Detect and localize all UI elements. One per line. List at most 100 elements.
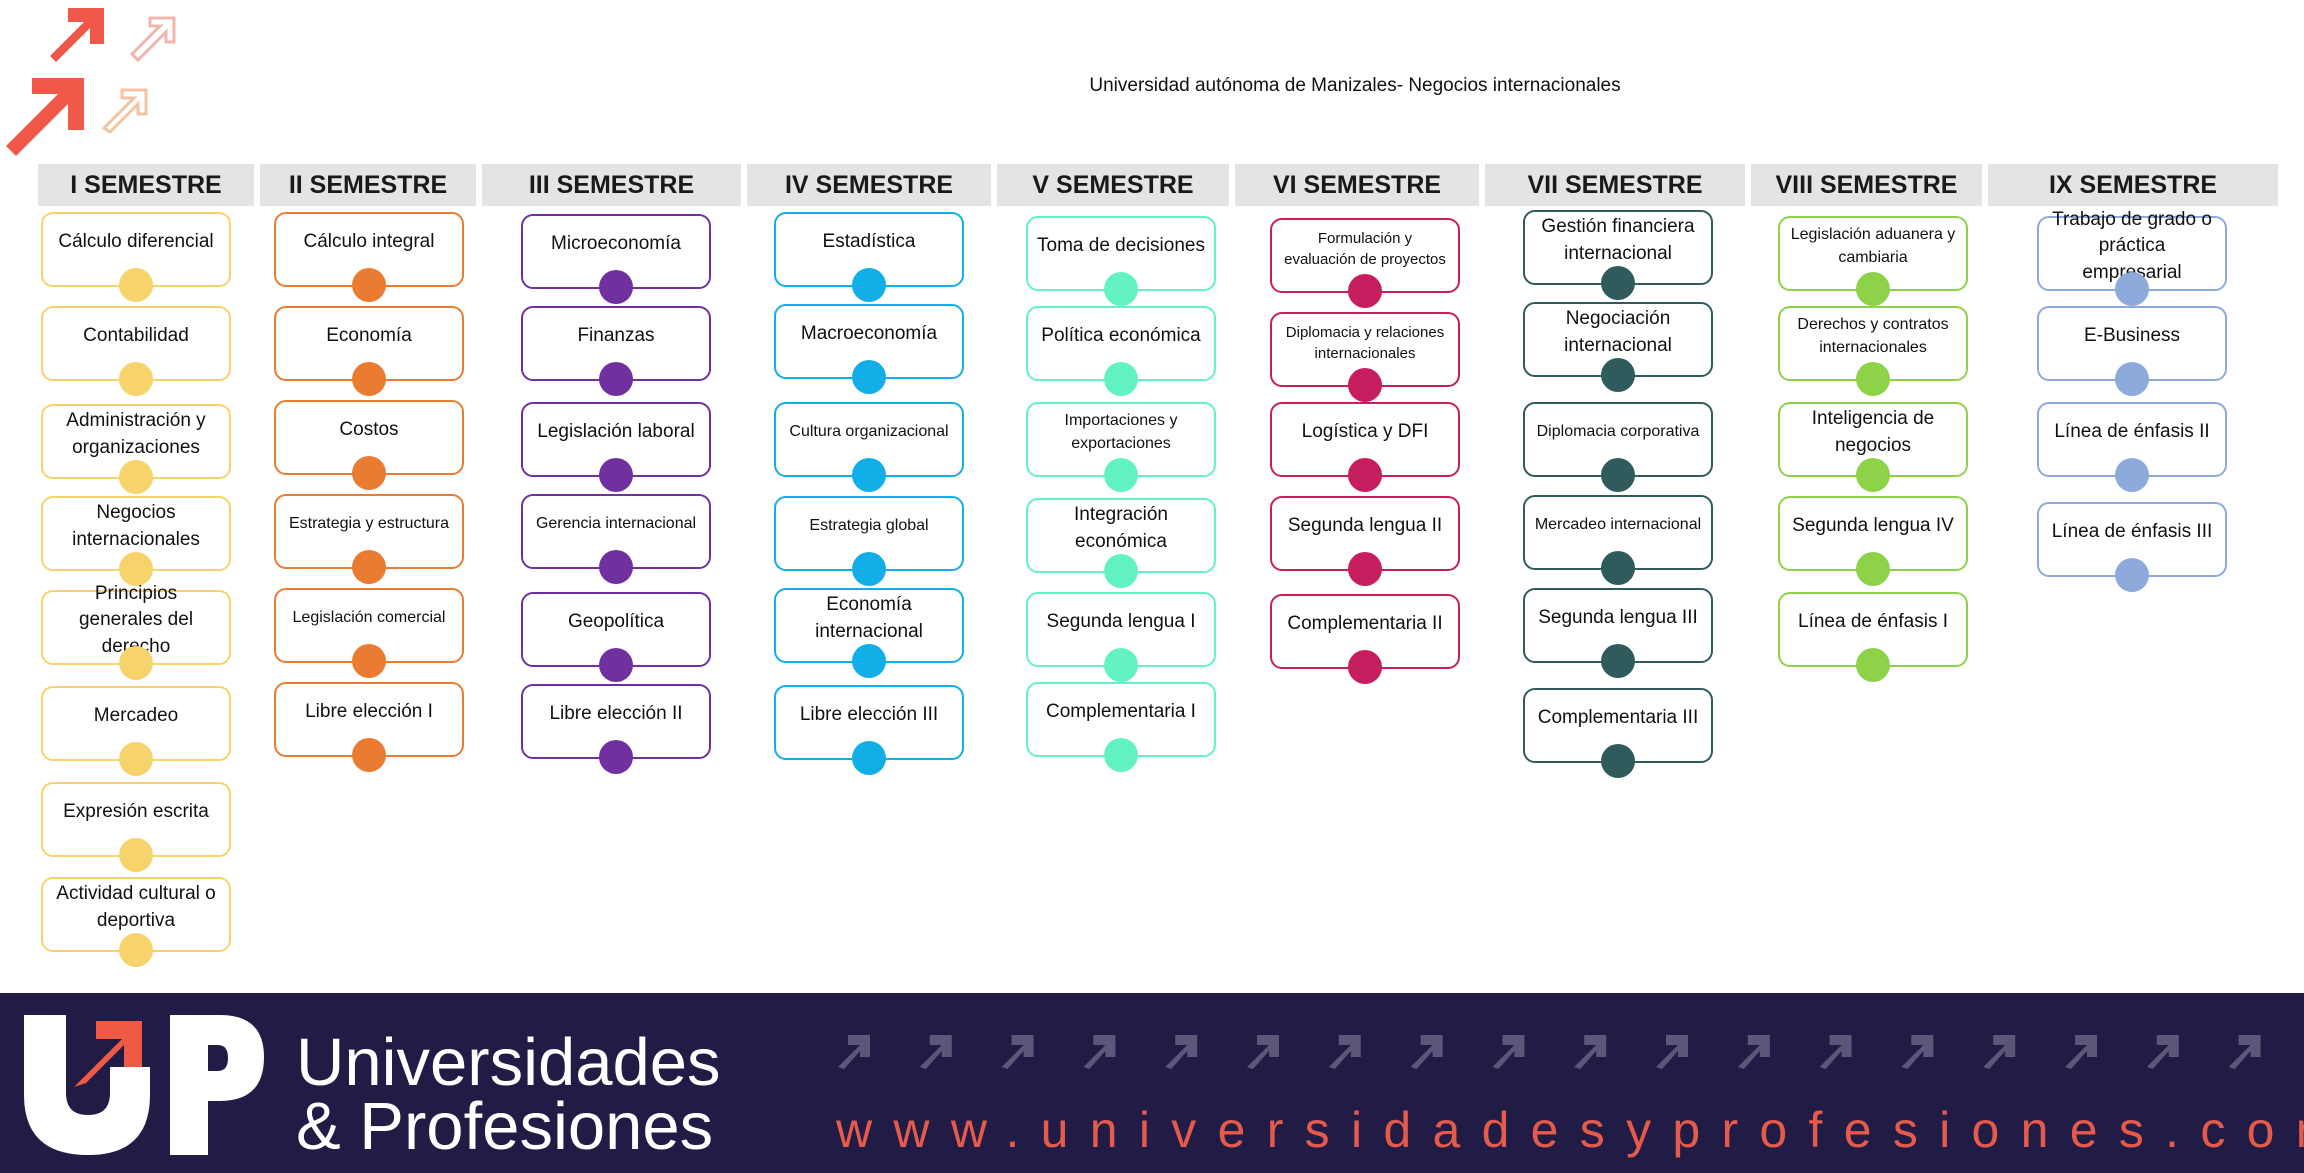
course-name: Segunda lengua II	[1287, 515, 1443, 537]
course-card: Diplomacia corporativa	[1523, 402, 1713, 492]
course-card: Estrategia y estructura	[274, 494, 464, 584]
course-card: Negociación internacional	[1523, 302, 1713, 392]
course-name: Gerencia internacional	[535, 515, 697, 533]
course-card: Economía	[274, 306, 464, 396]
course-dot-icon	[1601, 358, 1635, 392]
course-card: Gerencia internacional	[521, 494, 711, 584]
course-card: Negocios internacionales	[41, 496, 231, 586]
arrow-pattern-item	[1819, 1035, 1852, 1069]
arrow-pattern-item	[1165, 1035, 1198, 1069]
course-dot-icon	[1104, 458, 1138, 492]
course-dot-icon	[852, 552, 886, 586]
course-card: Costos	[274, 400, 464, 490]
course-name: Contabilidad	[83, 325, 189, 347]
course-name: E-Business	[2083, 325, 2181, 347]
course-card: Segunda lengua I	[1026, 592, 1216, 682]
course-name: Línea de énfasis I	[1798, 611, 1948, 633]
arrow-pattern-item	[2065, 1035, 2097, 1069]
course-card: Cultura organizacional	[774, 402, 964, 492]
course-dot-icon	[2115, 558, 2149, 592]
brand-name-line2: & Profesiones	[296, 1089, 714, 1164]
course-name: Integración económica	[1073, 503, 1168, 552]
course-card: Integración económica	[1026, 498, 1216, 588]
course-card: Toma de decisiones	[1026, 216, 1216, 306]
course-name: Estrategia y estructura	[288, 515, 450, 533]
course-name: Legislación laboral	[537, 421, 695, 443]
course-dot-icon	[599, 270, 633, 304]
course-dot-icon	[119, 742, 153, 776]
course-dot-icon	[852, 458, 886, 492]
course-card: Política económica	[1026, 306, 1216, 396]
course-name: Toma de decisiones	[1037, 235, 1205, 257]
course-card: Logística y DFI	[1270, 402, 1460, 492]
course-name: Cálculo diferencial	[58, 231, 214, 253]
course-card: Línea de énfasis III	[2037, 502, 2227, 592]
course-card: Legislación comercial	[274, 588, 464, 678]
course-card: Expresión escrita	[41, 782, 231, 872]
course-dot-icon	[1104, 362, 1138, 396]
course-card: Complementaria III	[1523, 688, 1713, 778]
course-name: Expresión escrita	[63, 801, 209, 823]
arrow-pattern-item	[919, 1035, 952, 1069]
course-name: Libre elección III	[799, 704, 939, 726]
course-card: Libre elección II	[521, 684, 711, 774]
course-dot-icon	[599, 550, 633, 584]
course-dot-icon	[119, 268, 153, 302]
course-card: Microeconomía	[521, 214, 711, 304]
course-card: Importaciones y exportaciones	[1026, 402, 1216, 492]
course-name: Inteligencia de negocios	[1811, 407, 1935, 456]
course-card: Línea de énfasis I	[1778, 592, 1968, 682]
arrow-pattern-item	[1001, 1035, 1034, 1069]
course-name: Línea de énfasis II	[2054, 421, 2210, 443]
arrow-pattern-item	[1574, 1035, 1607, 1069]
course-name: Segunda lengua III	[1538, 607, 1698, 629]
course-dot-icon	[852, 268, 886, 302]
arrow-pattern-icon	[838, 1035, 2261, 1069]
course-card: Geopolítica	[521, 592, 711, 682]
course-name: Cultura organizacional	[789, 423, 949, 441]
website-url[interactable]: www.universidadesyprofesiones.com	[836, 1102, 2304, 1158]
course-name: Formulación y evaluación de proyectos	[1284, 229, 1446, 268]
up-arrows-logo-icon	[6, 8, 176, 156]
course-name: Cálculo integral	[303, 231, 435, 253]
course-dot-icon	[852, 644, 886, 678]
semester-header: VII SEMESTRE	[1485, 164, 1745, 206]
course-dot-icon	[119, 933, 153, 967]
course-name: Logística y DFI	[1301, 421, 1429, 443]
course-dot-icon	[1348, 458, 1382, 492]
course-card: Libre elección III	[774, 685, 964, 775]
course-card: Contabilidad	[41, 306, 231, 396]
course-dot-icon	[1856, 552, 1890, 586]
course-card: Complementaria I	[1026, 682, 1216, 772]
semester-header: I SEMESTRE	[38, 164, 254, 206]
course-name: Negocios internacionales	[72, 501, 200, 550]
course-dot-icon	[1104, 738, 1138, 772]
course-card: Formulación y evaluación de proyectos	[1270, 218, 1460, 308]
course-name: Segunda lengua I	[1046, 611, 1196, 633]
course-dot-icon	[1601, 266, 1635, 300]
page-title: Universidad autónoma de Manizales- Negoc…	[1089, 75, 1621, 96]
course-name: Derechos y contratos internacionales	[1797, 316, 1949, 356]
up-logo-icon	[24, 1015, 264, 1155]
course-name: Costos	[339, 419, 399, 441]
course-card: Macroeconomía	[774, 304, 964, 394]
course-card: Inteligencia de negocios	[1778, 402, 1968, 492]
course-card: Cálculo diferencial	[41, 212, 231, 302]
course-dot-icon	[1348, 368, 1382, 402]
course-card: Diplomacia y relaciones internacionales	[1270, 312, 1460, 402]
course-card: Libre elección I	[274, 682, 464, 772]
course-card: Segunda lengua IV	[1778, 496, 1968, 586]
arrow-pattern-item	[1656, 1035, 1688, 1069]
course-card: Estadística	[774, 212, 964, 302]
course-card: Administración y organizaciones	[41, 404, 231, 494]
course-dot-icon	[1601, 458, 1635, 492]
course-card: Gestión financiera internacional	[1523, 210, 1713, 300]
course-name: Gestión financiera internacional	[1541, 215, 1695, 264]
arrow-pattern-item	[1983, 1035, 2016, 1069]
course-name: Diplomacia corporativa	[1536, 423, 1700, 441]
semester-header: VIII SEMESTRE	[1751, 164, 1982, 206]
arrow-pattern-item	[1247, 1035, 1279, 1069]
course-dot-icon	[1601, 744, 1635, 778]
course-card: Economía internacional	[774, 588, 964, 678]
course-name: Principios generales del derecho	[78, 582, 194, 657]
